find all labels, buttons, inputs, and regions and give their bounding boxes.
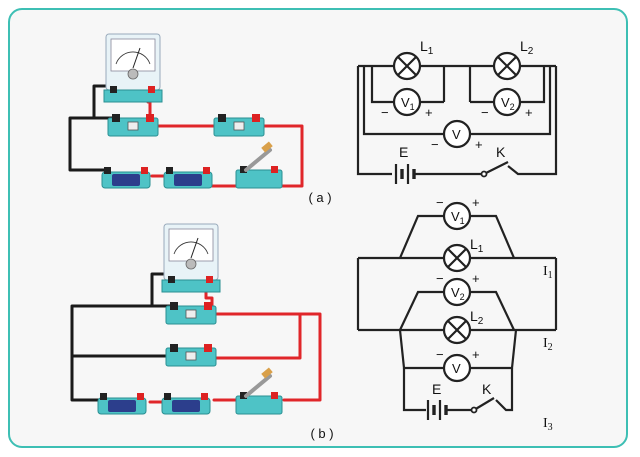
minus-V1-a: − xyxy=(381,105,389,120)
label-L1-b: L1 xyxy=(470,236,484,255)
battery-b2 xyxy=(161,392,211,415)
minus-V-a: − xyxy=(431,137,439,152)
schematic-b xyxy=(356,201,558,420)
bulb-holder-b2 xyxy=(165,343,217,367)
label-V-b: V xyxy=(452,361,461,376)
minus-V1-b: − xyxy=(436,195,444,210)
label-E-b: E xyxy=(432,381,441,397)
meter-a xyxy=(103,33,163,103)
minus-V2-b: − xyxy=(436,271,444,286)
switch-b xyxy=(234,365,284,416)
label-L2-a: L2 xyxy=(520,38,534,57)
battery-b1 xyxy=(97,392,147,415)
switch-a xyxy=(234,139,284,190)
bulb-holder-a2 xyxy=(213,113,265,137)
battery-a2 xyxy=(163,166,213,189)
label-I2: I2 xyxy=(543,336,553,353)
label-V1-a: V1 xyxy=(401,95,415,112)
photo-circuit-a xyxy=(68,33,304,190)
fig-b-label: ( b ) xyxy=(310,426,333,441)
label-V1-b: V1 xyxy=(451,209,465,226)
label-K-b: K xyxy=(482,381,492,397)
meter-b xyxy=(161,223,221,293)
label-E-a: E xyxy=(399,144,408,160)
plus-V1-b: + xyxy=(472,195,480,210)
plus-V1-a: + xyxy=(425,105,433,120)
schematic-a xyxy=(356,51,558,184)
label-I3: I3 xyxy=(543,416,553,433)
label-V2-a: V2 xyxy=(501,95,515,112)
plus-V2-b: + xyxy=(472,271,480,286)
plus-V-a: + xyxy=(475,137,483,152)
minus-V-b: − xyxy=(436,347,444,362)
label-K-a: K xyxy=(496,144,506,160)
plus-V-b: + xyxy=(472,347,480,362)
fig-a-label: ( a ) xyxy=(308,190,331,205)
battery-a1 xyxy=(101,166,151,189)
label-L1-a: L1 xyxy=(420,38,434,57)
photo-circuit-b xyxy=(70,223,322,416)
label-I1: I1 xyxy=(543,264,553,281)
bulb-holder-a1 xyxy=(107,113,159,137)
bulb-holder-b1 xyxy=(165,301,217,325)
plus-V2-a: + xyxy=(525,105,533,120)
label-L2-b: L2 xyxy=(470,308,484,327)
label-V2-b: V2 xyxy=(451,285,465,302)
minus-V2-a: − xyxy=(481,105,489,120)
label-V-a: V xyxy=(452,127,461,142)
